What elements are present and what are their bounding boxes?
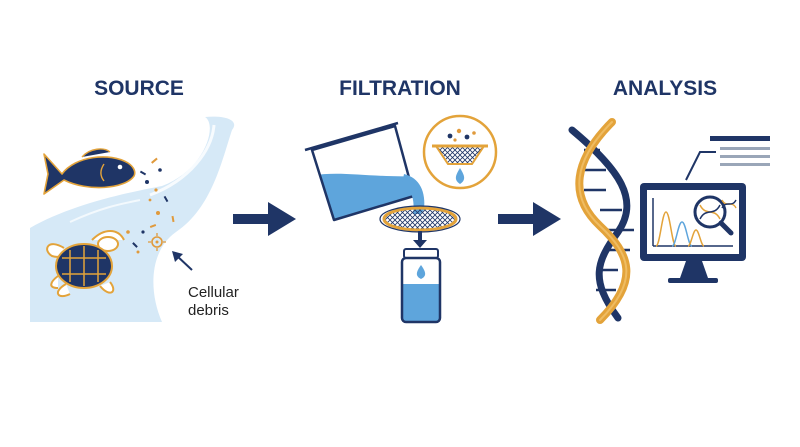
monitor-icon xyxy=(640,183,746,283)
stage-title-analysis: ANALYSIS xyxy=(613,77,717,100)
source-panel: Cellular debris xyxy=(30,116,243,322)
river-highlight xyxy=(69,199,141,223)
flow-arrow xyxy=(233,202,296,236)
filter-disc-icon xyxy=(379,205,461,233)
flow-arrow xyxy=(498,202,561,236)
annotation-line1: Cellular xyxy=(188,284,239,301)
dna-strand-back xyxy=(568,126,631,322)
dna-helix-icon xyxy=(568,118,634,324)
annotation-label: Cellular debris xyxy=(188,284,243,319)
chromatogram-peaks xyxy=(652,198,733,247)
sea-turtle-icon xyxy=(46,230,125,298)
annotation-line2: debris xyxy=(188,302,229,319)
filtration-panel xyxy=(304,114,498,324)
stage-title-source: SOURCE xyxy=(94,77,184,100)
fish-icon xyxy=(43,148,136,195)
sample-vial-icon xyxy=(400,248,442,324)
cellular-debris-particles xyxy=(126,157,175,254)
pouring-stream xyxy=(402,174,425,214)
report-lines-icon xyxy=(685,136,770,181)
sieve-droplet-icon xyxy=(422,114,498,190)
dna-mini-icon xyxy=(721,199,737,209)
river-highlight xyxy=(149,124,216,197)
annotation-arrow xyxy=(172,251,193,271)
magnifier-dna-icon xyxy=(693,195,734,236)
stage-title-filtration: FILTRATION xyxy=(339,77,461,100)
cell-particle xyxy=(148,233,166,251)
down-arrow-icon xyxy=(413,231,427,248)
analysis-panel xyxy=(568,118,770,324)
